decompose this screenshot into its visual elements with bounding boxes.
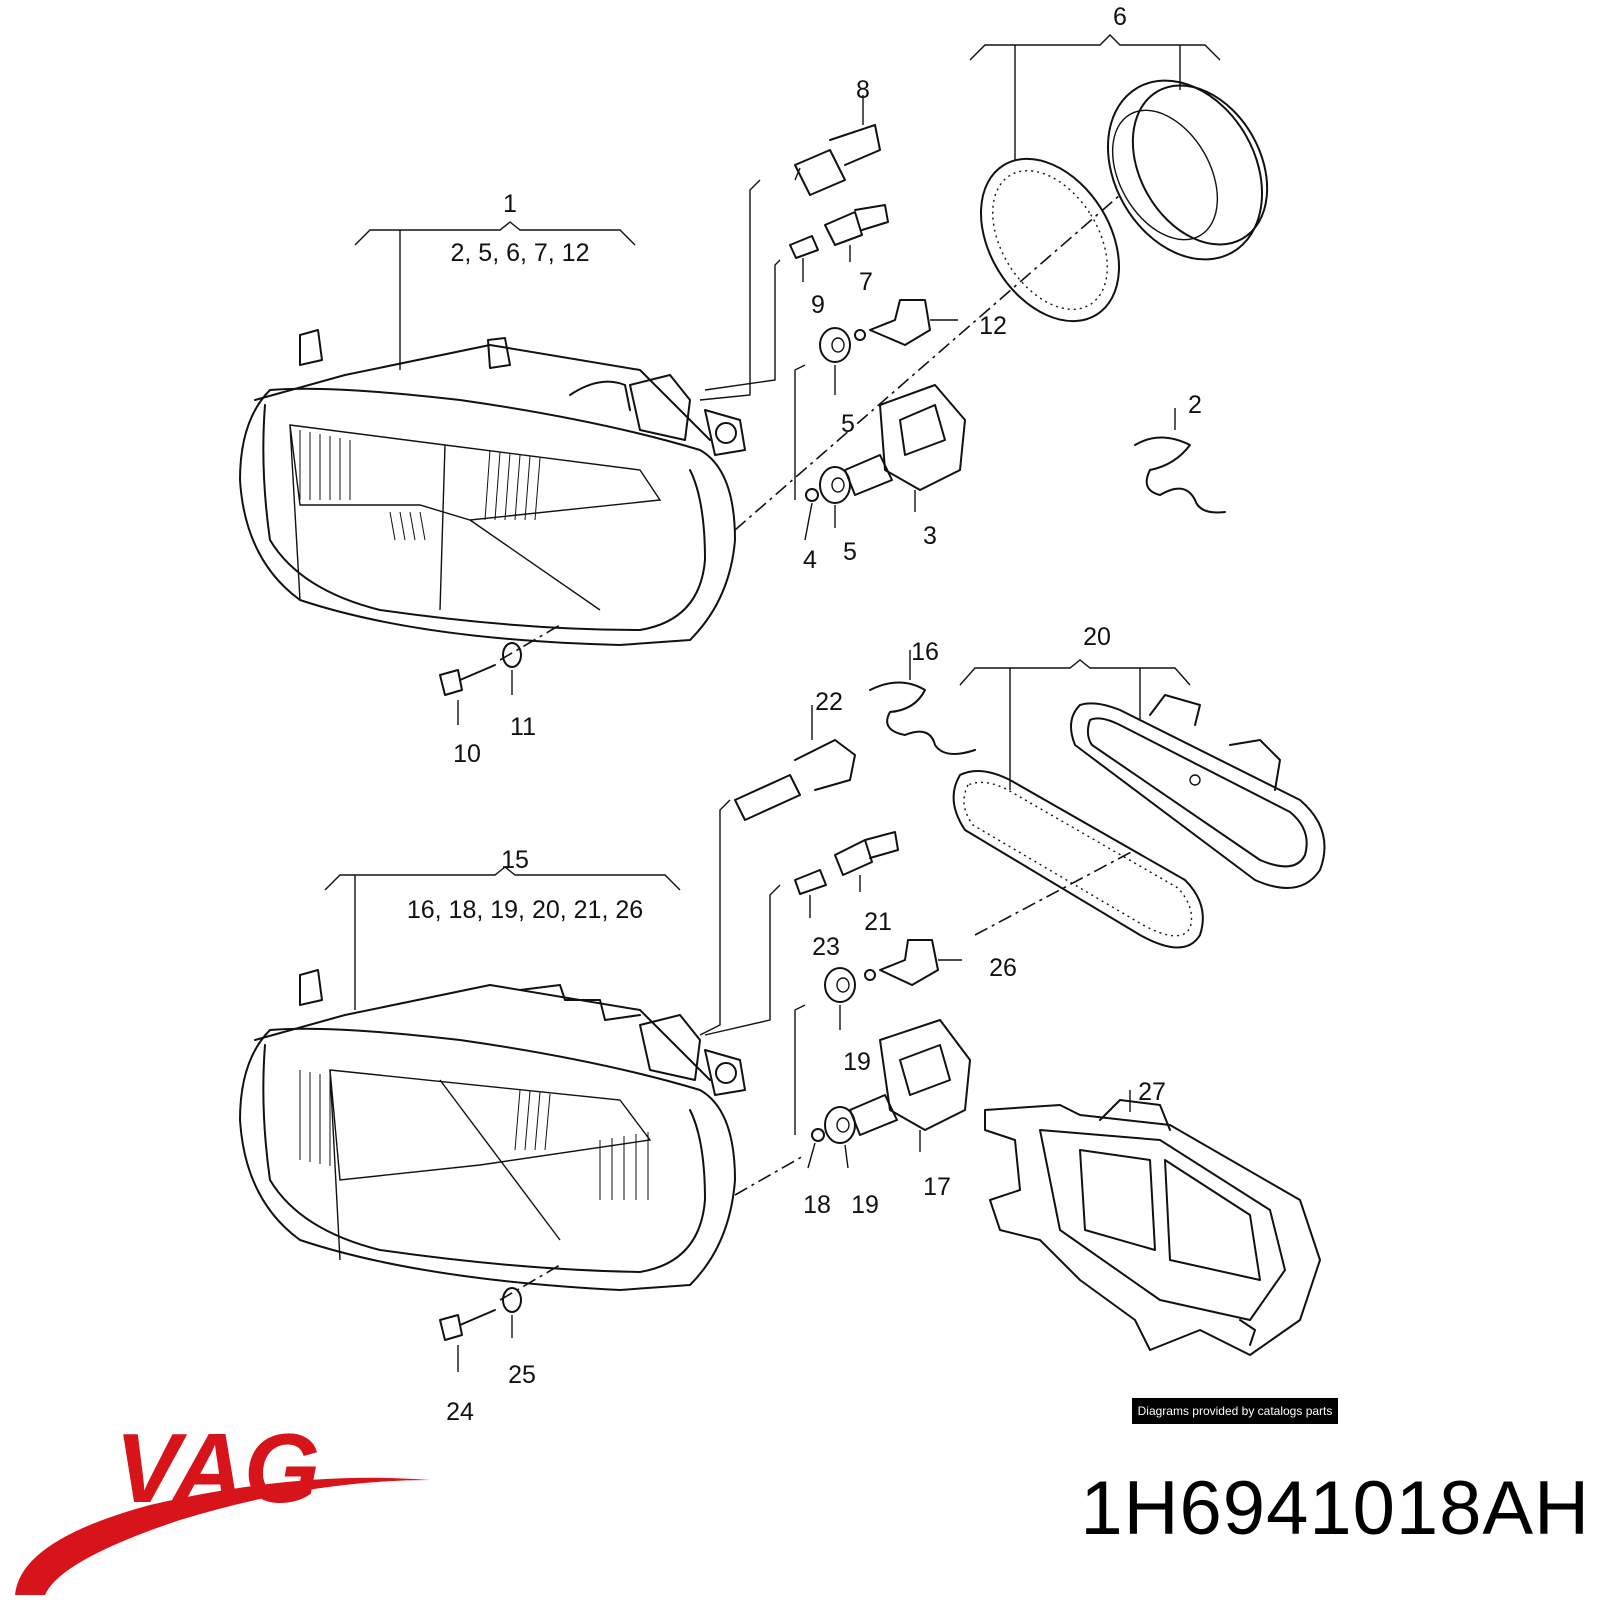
wire-16 [869,650,976,755]
callout-5a: 5 [841,410,855,438]
callout-17: 17 [923,1173,951,1201]
washer-5a [819,327,851,395]
logo-text: VAG [115,1420,320,1523]
callout-12: 12 [979,312,1007,340]
screw-24 [439,1309,496,1372]
bracket-27 [984,1090,1321,1356]
callout-18: 18 [803,1191,831,1219]
cover-ring-6 [1106,79,1269,261]
callout-19a: 19 [843,1048,871,1076]
leader-lines-bottom [324,659,1191,1301]
callout-7: 7 [859,268,873,296]
washer-5b [819,466,851,528]
callout-26: 26 [989,954,1017,982]
washer-19a [824,967,856,1030]
bulb-9 [789,235,819,282]
bulb-21 [834,831,899,892]
leader-lines-top [354,34,1221,661]
part-number: 1H6941018AH [1080,1466,1590,1551]
callout-27: 27 [1138,1078,1166,1106]
bulb-12 [854,299,958,346]
callout-10: 10 [453,740,481,768]
callout-3: 3 [923,522,937,550]
callout-8: 8 [856,76,870,104]
seal-ring-6 [979,157,1121,323]
washer-11 [502,642,522,695]
bulb-18 [807,1128,825,1169]
bulb-23 [794,869,827,918]
callout-6: 6 [1113,3,1127,31]
callout-1-sub: 2, 5, 6, 7, 12 [451,239,590,267]
callout-22: 22 [815,688,843,716]
callout-19b: 19 [851,1191,879,1219]
bulb-8 [794,95,881,196]
callout-23: 23 [812,933,840,961]
vag-logo: VAG [15,1420,430,1595]
callout-24: 24 [446,1398,474,1426]
washer-19b [824,1106,856,1169]
callout-11: 11 [510,713,536,741]
gasket-20 [952,770,1204,949]
socket-17 [849,1019,971,1152]
callout-15-sub: 16, 18, 19, 20, 21, 26 [407,896,643,924]
diagram-credit: Diagrams provided by catalogs parts [1132,1398,1338,1424]
callout-2: 2 [1188,391,1202,419]
headlamp-top [239,329,746,646]
callout-21: 21 [864,908,892,936]
bulb-7 [824,204,889,262]
wire-2 [1134,408,1226,514]
bulb-26 [864,939,962,986]
callout-5b: 5 [843,538,857,566]
callout-20: 20 [1083,623,1111,651]
washer-25 [502,1287,522,1338]
screw-10 [439,664,496,725]
callout-16: 16 [911,638,939,666]
callout-9: 9 [811,291,825,319]
socket-3 [844,384,966,512]
callout-4: 4 [803,546,817,574]
callout-labels: 1 2, 5, 6, 7, 12 6 8 7 9 12 5 2 3 4 5 16… [407,3,1202,1426]
callout-15: 15 [501,846,529,874]
logo-swoosh [15,1477,430,1595]
callout-1: 1 [503,190,517,218]
bulb-4 [804,488,819,541]
callout-25: 25 [508,1361,536,1389]
housing-20 [1070,694,1326,889]
headlamp-bottom [239,969,746,1291]
bulb-22 [734,705,856,821]
